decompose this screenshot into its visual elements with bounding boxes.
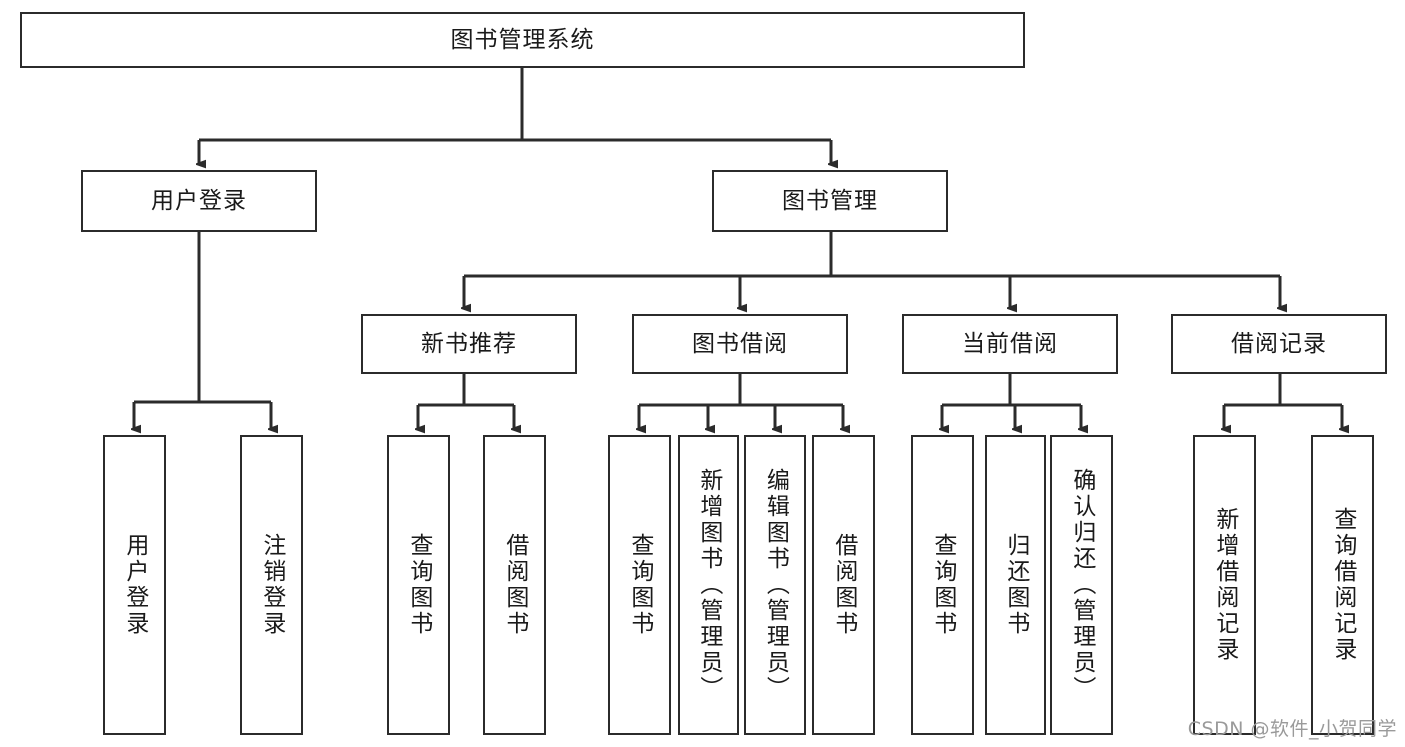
node-leaf-label: 查询借阅记录 [1329, 507, 1356, 663]
node-leaf-query-books-3[interactable]: 查询图书 [911, 435, 974, 735]
node-new-book-recommend[interactable]: 新书推荐 [361, 314, 577, 374]
node-leaf-label: 查询图书 [405, 533, 432, 637]
node-current-borrow[interactable]: 当前借阅 [902, 314, 1118, 374]
node-leaf-edit-book-admin[interactable]: 编辑图书（管理员） [744, 435, 806, 735]
node-leaf-label: 查询图书 [626, 533, 653, 637]
node-leaf-confirm-return-admin[interactable]: 确认归还（管理员） [1050, 435, 1113, 735]
node-leaf-label: 新增图书（管理员） [695, 468, 722, 702]
node-leaf-label: 新增借阅记录 [1211, 507, 1238, 663]
node-leaf-label: 用户登录 [121, 533, 148, 637]
node-leaf-borrow-books-1[interactable]: 借阅图书 [483, 435, 546, 735]
node-user-login[interactable]: 用户登录 [81, 170, 317, 232]
node-leaf-query-borrow-record[interactable]: 查询借阅记录 [1311, 435, 1374, 735]
node-leaf-label: 确认归还（管理员） [1068, 468, 1095, 702]
node-leaf-add-book-admin[interactable]: 新增图书（管理员） [678, 435, 739, 735]
node-book-borrow-label: 图书借阅 [692, 330, 788, 357]
node-book-borrow[interactable]: 图书借阅 [632, 314, 848, 374]
csdn-watermark: CSDN @软件_小贺同学 [1187, 718, 1397, 740]
node-leaf-label: 注销登录 [258, 533, 285, 637]
node-current-borrow-label: 当前借阅 [962, 330, 1058, 357]
node-leaf-return-books[interactable]: 归还图书 [985, 435, 1046, 735]
node-leaf-borrow-books-2[interactable]: 借阅图书 [812, 435, 875, 735]
node-leaf-label: 借阅图书 [501, 533, 528, 637]
node-leaf-user-login[interactable]: 用户登录 [103, 435, 166, 735]
node-leaf-label: 归还图书 [1002, 533, 1029, 637]
node-leaf-add-borrow-record[interactable]: 新增借阅记录 [1193, 435, 1256, 735]
node-leaf-query-books-1[interactable]: 查询图书 [387, 435, 450, 735]
node-new-book-recommend-label: 新书推荐 [421, 330, 517, 357]
node-leaf-label: 借阅图书 [830, 533, 857, 637]
node-root[interactable]: 图书管理系统 [20, 12, 1025, 68]
node-book-management-label: 图书管理 [782, 187, 878, 214]
node-leaf-logout-login[interactable]: 注销登录 [240, 435, 303, 735]
node-leaf-label: 编辑图书（管理员） [762, 468, 789, 702]
node-leaf-label: 查询图书 [929, 533, 956, 637]
node-borrow-records-label: 借阅记录 [1231, 330, 1327, 357]
node-book-management[interactable]: 图书管理 [712, 170, 948, 232]
node-leaf-query-books-2[interactable]: 查询图书 [608, 435, 671, 735]
node-user-login-label: 用户登录 [151, 187, 247, 214]
node-borrow-records[interactable]: 借阅记录 [1171, 314, 1387, 374]
node-root-label: 图书管理系统 [450, 26, 595, 53]
